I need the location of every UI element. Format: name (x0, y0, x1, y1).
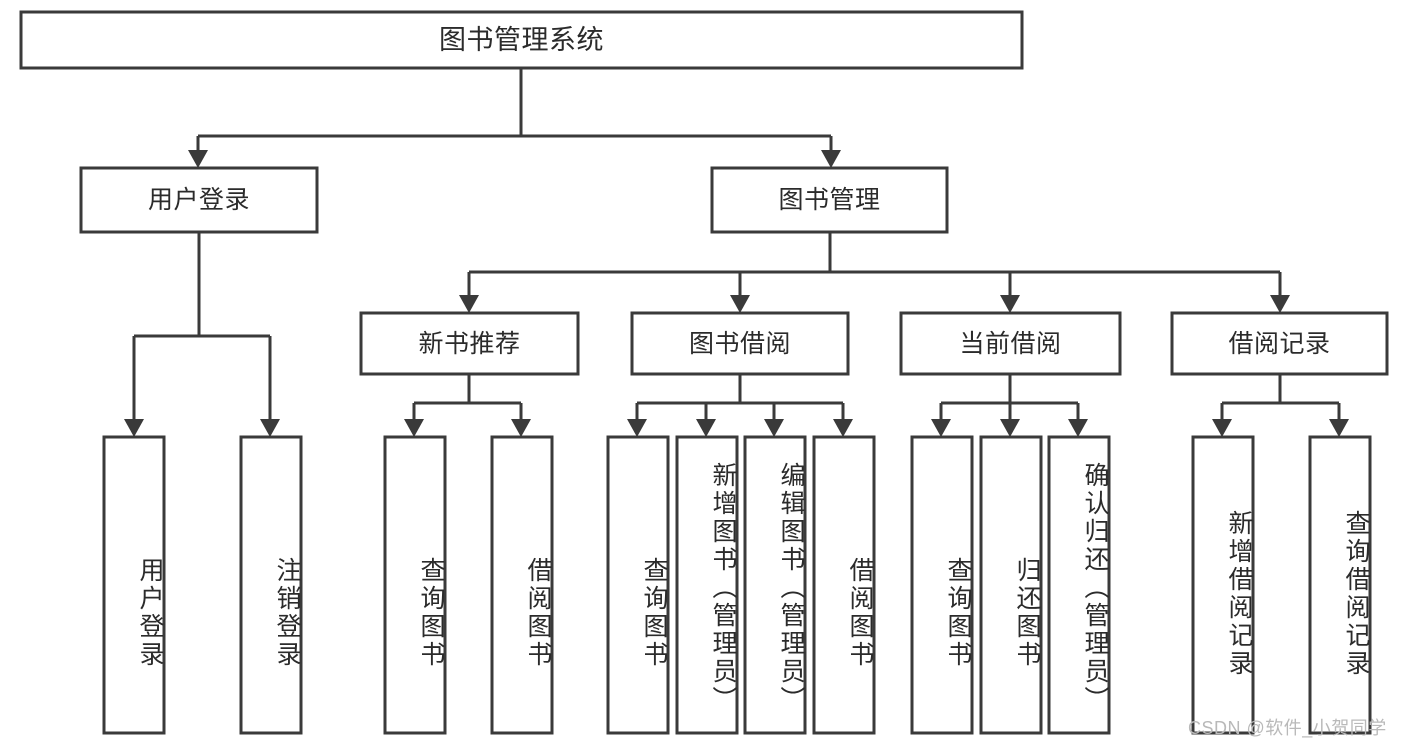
node-new-book[interactable] (361, 313, 578, 374)
connector-newbook-to-leaves (404, 374, 531, 437)
node-leaf-user-logout[interactable] (241, 437, 301, 733)
node-box-leaf-return-book (979, 435, 1043, 735)
node-box-leaf-query-book-2 (606, 435, 670, 735)
node-leaf-query-book-2[interactable] (608, 437, 668, 733)
connector-bookmgmt-to-level3 (459, 232, 1290, 313)
node-book-management[interactable] (712, 168, 947, 232)
node-current-borrow[interactable] (901, 313, 1120, 374)
node-box-leaf-user-login (102, 435, 166, 735)
node-box-leaf-add-record (1191, 435, 1255, 735)
node-box-leaf-add-book (675, 435, 739, 735)
node-box-leaf-borrow-book-2 (812, 435, 876, 735)
node-box-leaf-edit-book (743, 435, 807, 735)
connector-root-to-level2 (188, 68, 841, 168)
node-box-user-login (79, 166, 319, 234)
node-box-book-borrow (630, 311, 850, 376)
node-leaf-borrow-book-1[interactable] (492, 437, 552, 733)
node-leaf-edit-book[interactable] (745, 437, 805, 733)
node-leaf-query-record[interactable] (1310, 437, 1370, 733)
node-leaf-confirm-return[interactable] (1049, 437, 1109, 733)
node-leaf-return-book[interactable] (981, 437, 1041, 733)
node-box-leaf-query-book-3 (910, 435, 974, 735)
node-leaf-borrow-book-2[interactable] (814, 437, 874, 733)
node-leaf-add-book[interactable] (677, 437, 737, 733)
node-book-borrow[interactable] (632, 313, 848, 374)
node-box-leaf-query-book-1 (383, 435, 447, 735)
connector-bookborrow-to-leaves (627, 374, 853, 437)
node-box-new-book (359, 311, 580, 376)
node-leaf-user-login[interactable] (104, 437, 164, 733)
node-leaf-query-book-3[interactable] (912, 437, 972, 733)
node-leaf-query-book-1[interactable] (385, 437, 445, 733)
watermark-text: CSDN @软件_小贺同学 (1188, 718, 1387, 738)
node-box-leaf-borrow-book-1 (490, 435, 554, 735)
connector-borrowrecord-to-leaves (1212, 374, 1349, 437)
node-box-leaf-confirm-return (1047, 435, 1111, 735)
node-borrow-record[interactable] (1172, 313, 1387, 374)
node-user-login[interactable] (81, 168, 317, 232)
node-box-leaf-user-logout (239, 435, 303, 735)
connector-userlogin-to-leaves (124, 232, 280, 437)
node-root[interactable] (21, 12, 1022, 68)
node-leaf-add-record[interactable] (1193, 437, 1253, 733)
node-box-leaf-query-record (1308, 435, 1372, 735)
node-box-borrow-record (1170, 311, 1389, 376)
node-box-root (19, 10, 1024, 70)
node-box-book-management (710, 166, 949, 234)
node-box-current-borrow (899, 311, 1122, 376)
connector-currentborrow-to-leaves (931, 374, 1088, 437)
